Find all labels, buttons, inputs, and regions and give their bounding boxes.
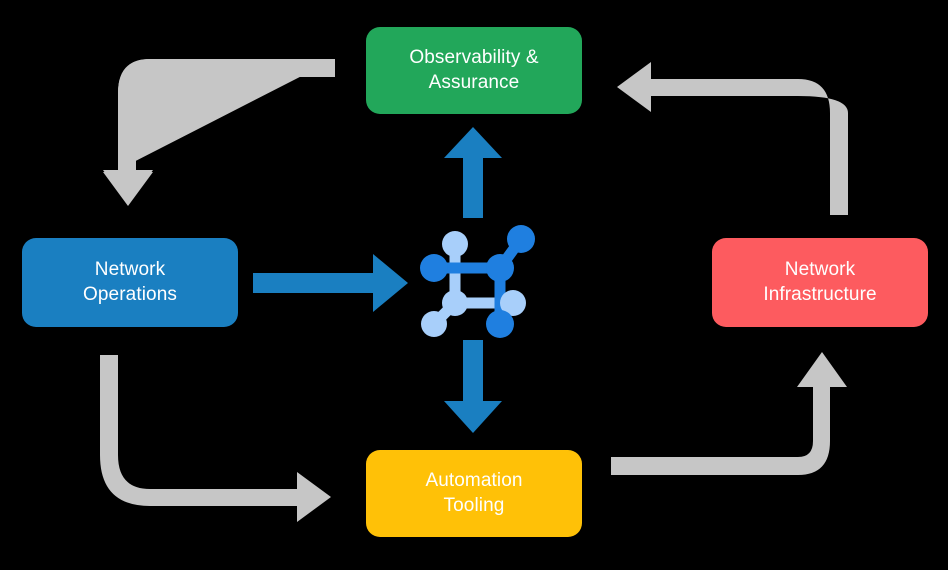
node-automation-tooling[interactable]: Automation Tooling (366, 450, 582, 537)
node-network-infrastructure-label: Network Infrastructure (763, 259, 877, 305)
loop-arrow-infrastructure-to-observability (617, 62, 848, 215)
loop-arrow-observability-to-operations-body (103, 59, 335, 206)
accent-arrow-center-to-automation (444, 340, 502, 433)
node-observability-assurance[interactable]: Observability & Assurance (366, 27, 582, 114)
accent-arrow-center-to-observability (444, 127, 502, 218)
loop-arrow-observability-to-operations (103, 59, 335, 205)
node-observability-assurance-label: Observability & Assurance (409, 47, 539, 93)
node-network-operations[interactable]: Network Operations (22, 238, 238, 327)
node-network-operations-label: Network Operations (83, 259, 177, 305)
node-automation-tooling-label: Automation Tooling (425, 470, 523, 516)
accent-arrow-operations-to-center (253, 254, 408, 312)
node-network-infrastructure[interactable]: Network Infrastructure (712, 238, 928, 327)
network-icon-nodes-light (421, 231, 526, 337)
loop-arrow-operations-to-automation (100, 355, 331, 522)
loop-arrow-automation-to-infrastructure (611, 352, 847, 475)
network-icon-nodes-dark (420, 225, 535, 338)
